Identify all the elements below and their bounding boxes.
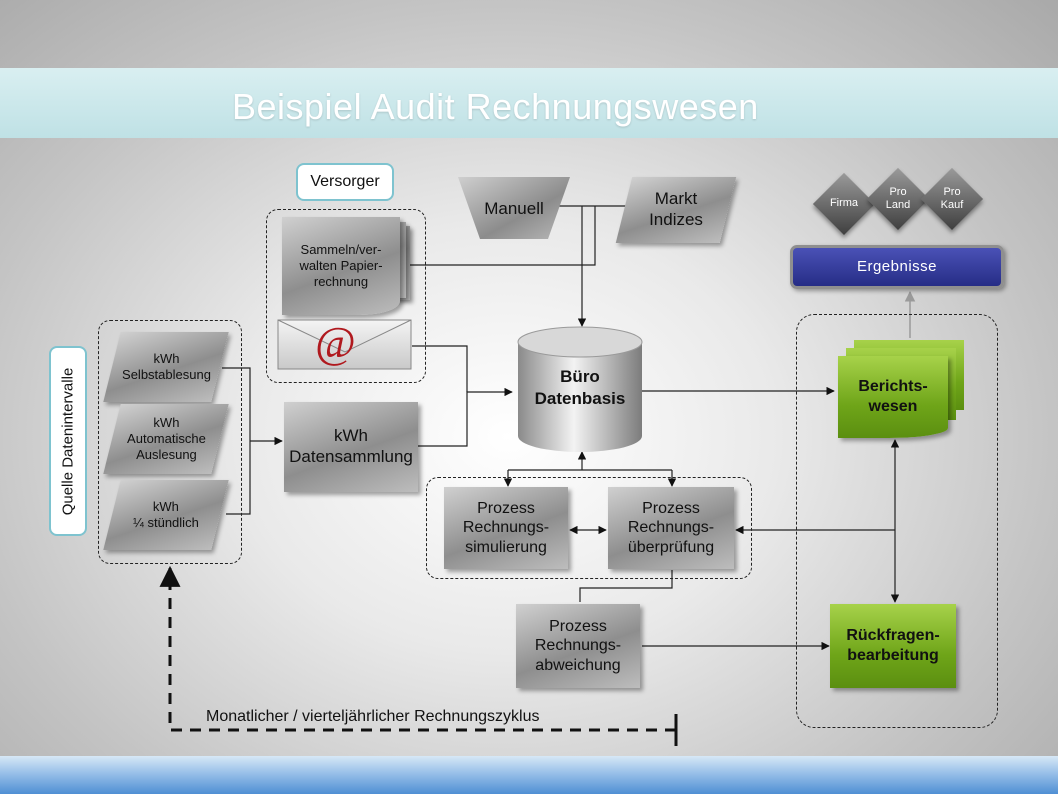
at-symbol-icon: @ <box>315 318 356 367</box>
process-check-label: Prozess Rechnungs- überprüfung <box>627 499 715 556</box>
title-banner <box>0 68 1058 138</box>
email-envelope-icon: @ <box>277 319 413 371</box>
diamond-firma-label: Firma <box>829 197 859 209</box>
meter-quarter-hourly: kWh ¼ stündlich <box>103 480 229 550</box>
query-handling-label: Rückfragen- bearbeitung <box>846 627 940 664</box>
query-handling: Rückfragen- bearbeitung <box>830 604 956 688</box>
process-deviation: Prozess Rechnungs- abweichung <box>516 604 640 688</box>
meter-quarter-label: kWh ¼ stündlich <box>133 499 199 530</box>
process-group-frame <box>426 477 752 579</box>
meter-self-reading: kWh Selbstablesung <box>103 332 229 402</box>
process-deviation-label: Prozess Rechnungs- abweichung <box>534 617 622 674</box>
paper-invoice-label: Sammeln/ver- walten Papier- rechnung <box>299 242 383 289</box>
results-label: Ergebnisse <box>856 257 938 275</box>
diamond-pro-kauf-label: Pro Kauf <box>940 186 964 211</box>
source-label: Quelle Datenintervalle <box>49 346 87 536</box>
market-indices-label: Markt Indizes <box>649 189 703 229</box>
supplier-group-frame <box>266 209 426 383</box>
kwh-data-collection-label: kWh Datensammlung <box>289 426 413 466</box>
results-bar: Ergebnisse <box>790 245 1004 289</box>
supplier-label: Versorger <box>296 163 394 201</box>
billing-cycle-label: Monatlicher / vierteljährlicher Rechnung… <box>206 708 540 725</box>
meter-automatic: kWh Automatische Auslesung <box>103 404 229 474</box>
manual-input-label: Manuell <box>484 199 544 218</box>
meter-auto-label: kWh Automatische Auslesung <box>126 415 206 462</box>
bottom-bar <box>0 756 1058 794</box>
meter-self-label: kWh Selbstablesung <box>121 351 211 382</box>
paper-invoice: Sammeln/ver- walten Papier- rechnung <box>282 217 400 315</box>
process-check: Prozess Rechnungs- überprüfung <box>608 487 734 569</box>
page-title: Beispiel Audit Rechnungswesen <box>232 86 759 127</box>
manual-input: Manuell <box>458 177 570 241</box>
process-simulation-label: Prozess Rechnungs- simulierung <box>462 499 550 556</box>
reporting-label: Berichts- wesen <box>858 378 928 415</box>
office-database: Büro Datenbasis <box>516 326 644 454</box>
office-database-label: Büro Datenbasis <box>534 367 626 409</box>
process-simulation: Prozess Rechnungs- simulierung <box>444 487 568 569</box>
reporting: Berichts- wesen <box>838 356 948 438</box>
diamond-pro-land-label: Pro Land <box>885 186 911 211</box>
results-group-frame <box>796 314 998 728</box>
market-indices: Markt Indizes <box>615 177 737 243</box>
source-label-text: Quelle Datenintervalle <box>59 367 77 515</box>
supplier-label-text: Versorger <box>310 173 380 190</box>
meters-group-frame <box>98 320 242 564</box>
kwh-data-collection: kWh Datensammlung <box>284 402 418 492</box>
